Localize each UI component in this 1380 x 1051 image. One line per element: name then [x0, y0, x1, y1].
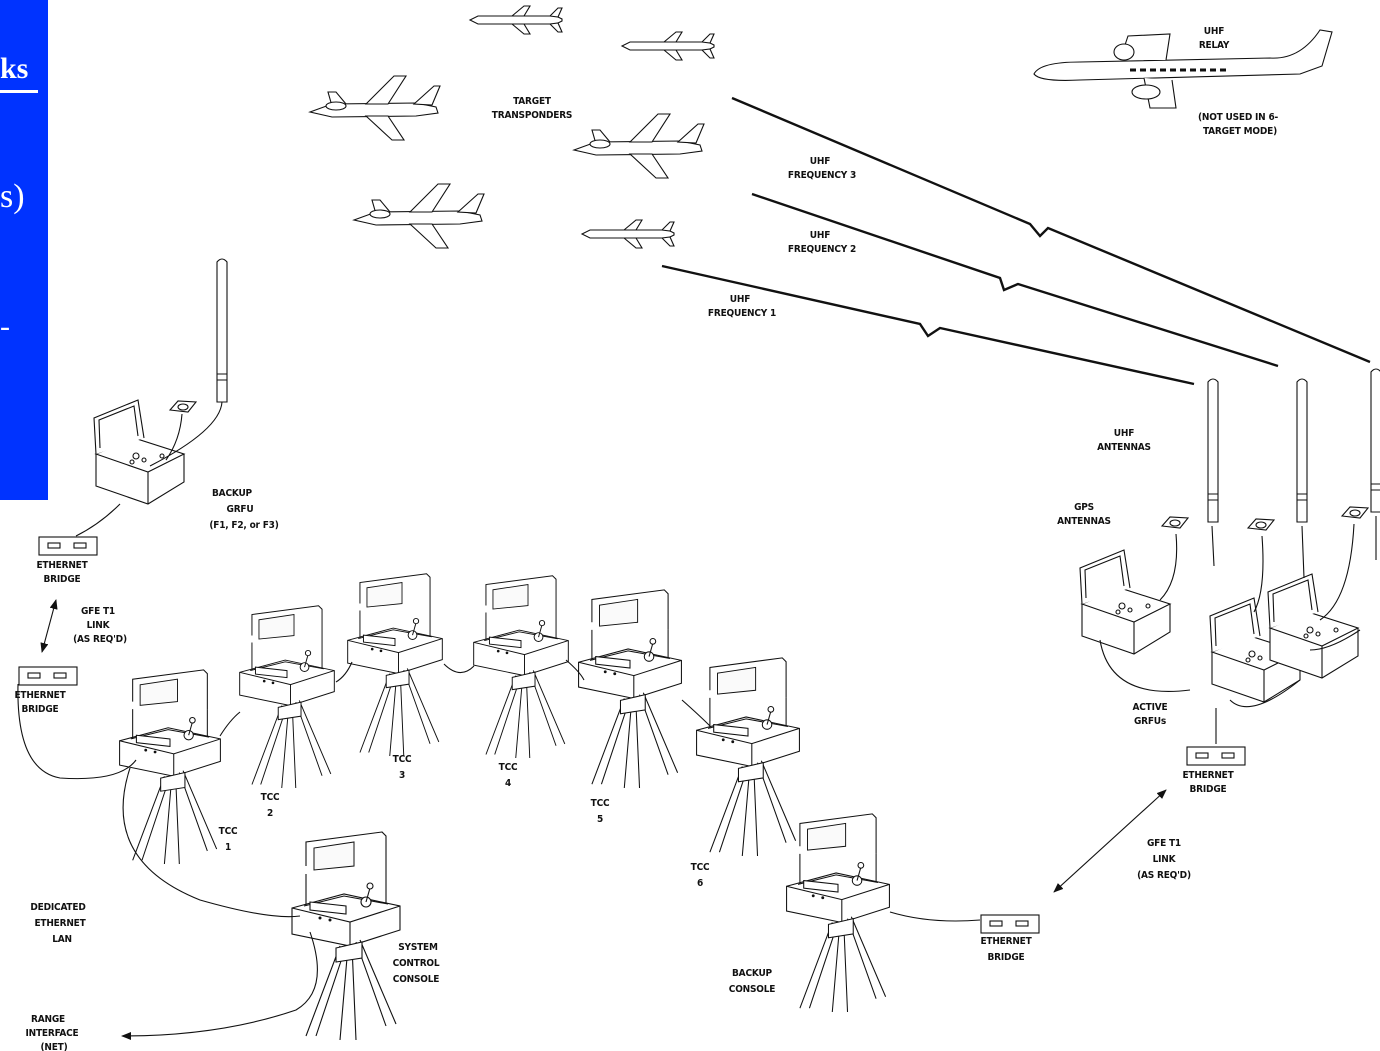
gfe-link-arrow-left: [42, 600, 56, 652]
ethernet-bridge-icon: [19, 667, 77, 685]
label-relay-note: (NOT USED IN 6-TARGET MODE): [1198, 112, 1279, 137]
ethernet-bridge-icon: [1187, 747, 1245, 765]
gps-antenna-icon: [170, 401, 196, 412]
active-grfu-icon: [1268, 574, 1358, 678]
system-control-console-icon: [292, 832, 400, 1040]
gps-antenna-icon: [1342, 507, 1368, 518]
ethernet-bridge-icon: [39, 537, 97, 555]
tcc-1-console-icon: [120, 670, 221, 864]
ethernet-bridge-icon: [981, 915, 1039, 933]
drone-icon: [354, 184, 484, 248]
active-grfu-icon: [1080, 550, 1170, 654]
tcc-3-console-icon: [348, 574, 443, 756]
uhf-antenna-icon: [1208, 379, 1218, 522]
backup-console-icon: [787, 814, 890, 1012]
target-drones: [310, 6, 714, 248]
uhf-link-1: [662, 266, 1194, 384]
uhf-link-2: [752, 194, 1278, 366]
uhf-antenna-icon: [217, 259, 227, 402]
uhf-antenna-icon: [1297, 379, 1307, 522]
tcc-5-console-icon: [579, 590, 682, 788]
uhf-antenna-icon: [1371, 369, 1380, 512]
drone-icon: [574, 114, 704, 178]
missile-icon: [582, 220, 674, 248]
drone-icon: [310, 76, 440, 140]
uhf-relay-aircraft-icon: [1034, 30, 1332, 108]
missile-icon: [622, 32, 714, 60]
tcc-6-console-icon: [697, 658, 800, 856]
tcc-2-console-icon: [240, 606, 335, 788]
missile-icon: [470, 6, 562, 34]
gps-antenna-icon: [1162, 517, 1188, 528]
tcc-4-console-icon: [474, 576, 569, 758]
gps-antenna-icon: [1248, 519, 1274, 530]
